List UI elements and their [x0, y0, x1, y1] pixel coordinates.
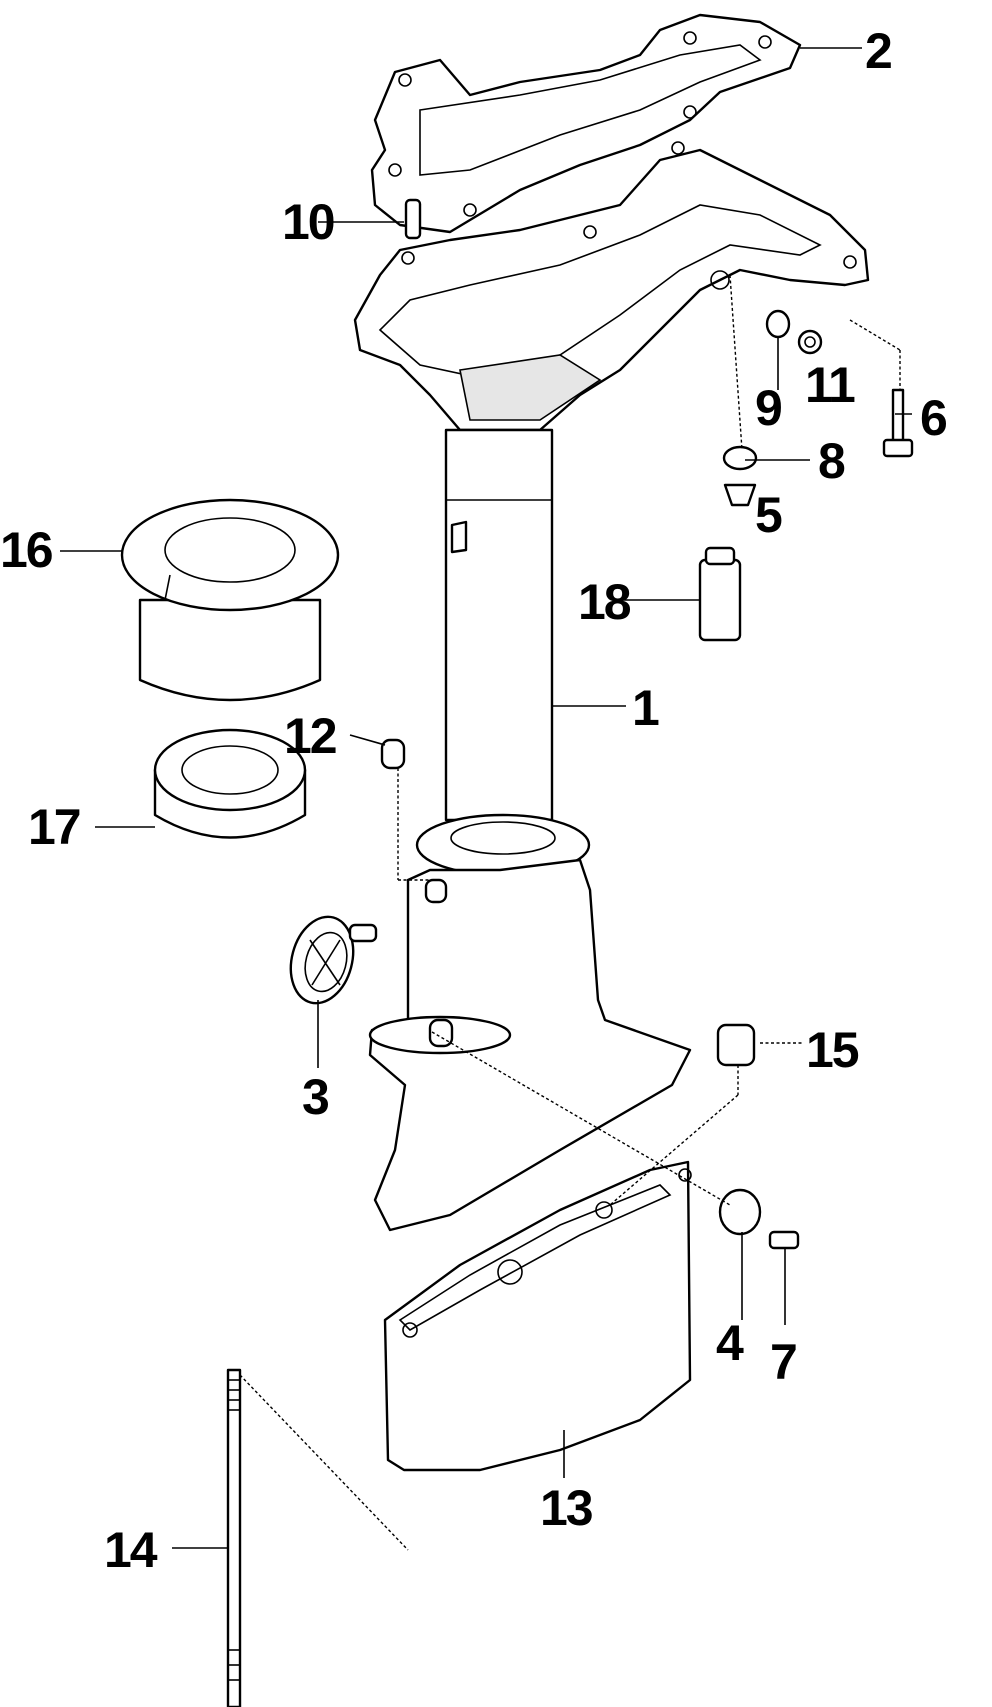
part-8-washer [722, 445, 758, 471]
part-16-bushing [120, 498, 340, 702]
part-11-plug [797, 329, 823, 355]
part-9-washer [765, 309, 791, 339]
callout-5: 5 [755, 487, 783, 543]
part-7-screw [768, 1230, 800, 1250]
callout-2: 2 [865, 23, 893, 79]
part-17-seal [153, 728, 307, 839]
part-5-screw [723, 483, 757, 507]
part-1-driveshaft-housing [353, 141, 870, 1232]
callout-6: 6 [920, 390, 948, 446]
part-14-stud [226, 1368, 242, 1707]
part-12-grommet [380, 738, 406, 770]
callout-10: 10 [282, 194, 336, 250]
part-13-lower-cover [383, 1160, 692, 1472]
part-10-dowel-pin [404, 198, 422, 240]
part-2-gasket [370, 13, 802, 234]
callout-16: 16 [0, 522, 54, 578]
callout-7: 7 [770, 1334, 798, 1390]
leader-lines [60, 47, 912, 1551]
callout-9: 9 [755, 380, 783, 436]
callout-14: 14 [104, 1522, 158, 1578]
callout-11: 11 [805, 357, 856, 413]
callout-8: 8 [818, 433, 846, 489]
callout-17: 17 [28, 799, 82, 855]
callout-18: 18 [578, 574, 632, 630]
callout-12: 12 [284, 708, 338, 764]
callout-1: 1 [632, 680, 660, 736]
part-15-sleeve [716, 1023, 756, 1067]
callout-13: 13 [540, 1480, 594, 1536]
part-3-cover-plate [289, 915, 378, 1005]
part-6-bolt [882, 388, 914, 458]
part-18-fitting [698, 546, 742, 642]
callout-3: 3 [302, 1069, 330, 1125]
callout-4: 4 [716, 1315, 744, 1371]
callout-15: 15 [806, 1022, 860, 1078]
part-4-spacer [718, 1188, 762, 1236]
